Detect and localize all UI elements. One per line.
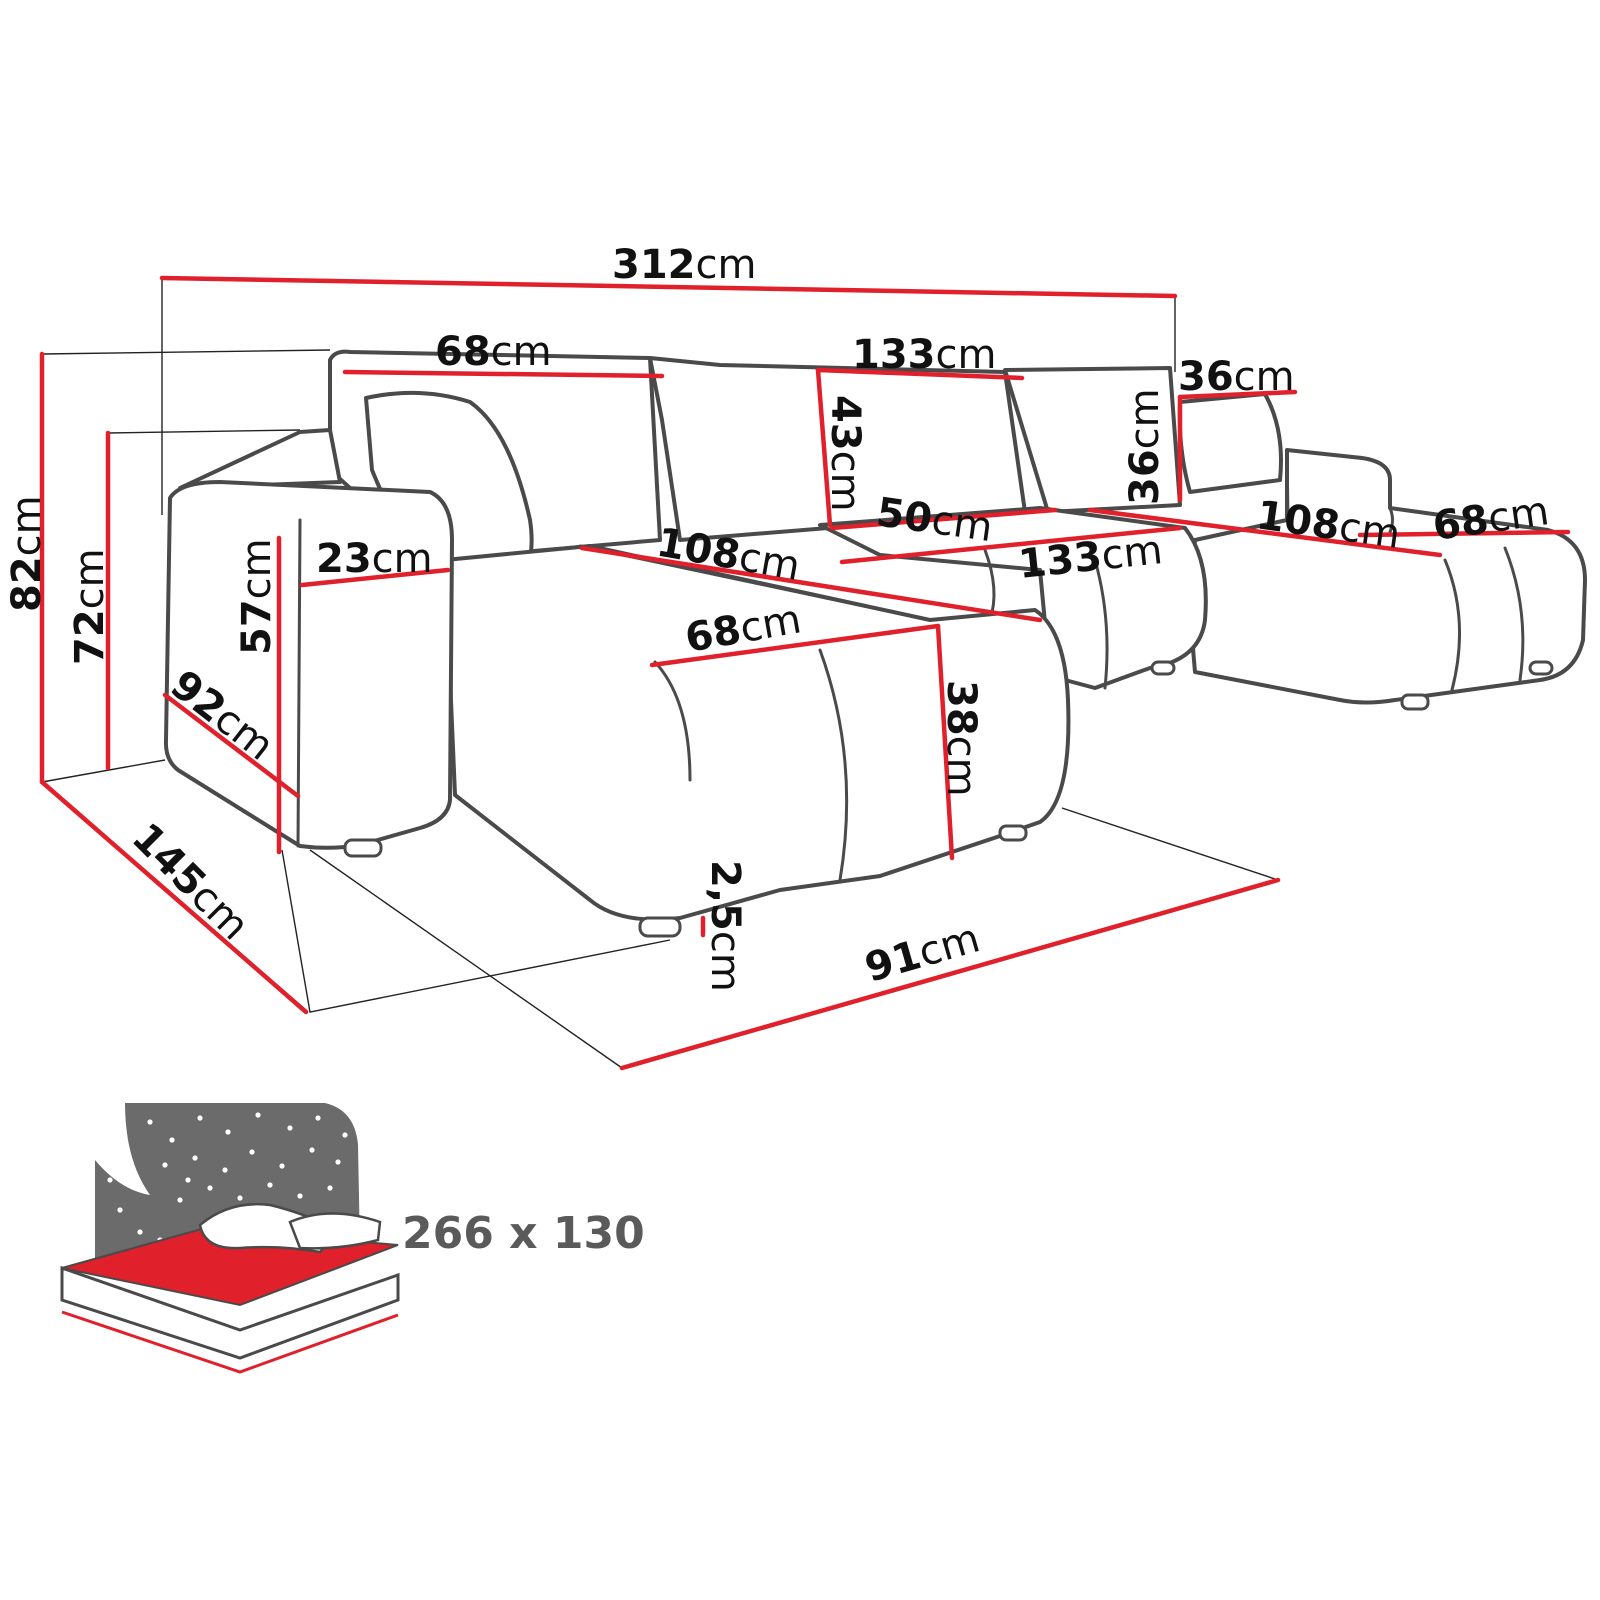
star-icon	[315, 1115, 321, 1121]
star-icon	[225, 1129, 231, 1135]
star-icon	[197, 1115, 203, 1121]
star-icon	[207, 1185, 213, 1191]
armrest-height-label: 57cm	[234, 538, 280, 655]
right-seat-depth-label: 108cm	[1254, 492, 1403, 558]
bed-night-icon	[60, 1103, 400, 1374]
backrest-height-label: 43cm	[822, 395, 868, 512]
left-seat-width-dimension-line	[649, 623, 941, 668]
star-icon	[249, 1149, 255, 1155]
star-icon	[192, 1155, 198, 1161]
seat-height-label: 38cm	[938, 680, 984, 797]
middle-seat-width-dimension-line	[839, 525, 1183, 565]
middle-seat-depth-dimension-line	[829, 507, 1058, 531]
star-icon	[162, 1162, 168, 1168]
sofa-illustration	[41, 278, 1587, 1069]
side-height-label: 72cm	[67, 548, 113, 665]
star-icon	[255, 1112, 261, 1118]
right-seat-width-dimension-line	[1357, 529, 1571, 538]
middle-back-width-label: 133cm	[852, 332, 996, 378]
total-width-label: 312cm	[612, 242, 756, 288]
armrest-width-dimension-line	[299, 567, 451, 588]
star-icon	[185, 1177, 191, 1183]
star-icon	[342, 1132, 348, 1138]
star-icon	[327, 1185, 333, 1191]
middle-back-width-dimension-line	[815, 367, 1025, 381]
star-icon	[287, 1125, 293, 1131]
star-icon	[177, 1197, 183, 1203]
chaise-width-dimension-line	[619, 877, 1281, 1071]
pillow-width-label: 36cm	[1178, 354, 1295, 400]
star-icon	[107, 1177, 113, 1183]
star-icon	[137, 1229, 143, 1235]
star-icon	[169, 1137, 175, 1143]
backrest-height-dimension-line	[815, 367, 833, 528]
right-seat-depth-dimension-line	[1087, 507, 1443, 558]
star-icons	[107, 1112, 348, 1253]
total-height-label: 82cm	[4, 495, 50, 612]
total-width-dimension-line	[159, 275, 1178, 299]
star-icon	[117, 1207, 123, 1213]
middle-seat-depth-label: 50cm	[874, 489, 996, 551]
star-icon	[297, 1193, 303, 1199]
armrest-width-label: 23cm	[316, 536, 433, 582]
star-icon	[279, 1163, 285, 1169]
star-icon	[335, 1159, 341, 1165]
total-depth-label: 145cm	[123, 815, 258, 950]
left-back-width-label: 68cm	[435, 329, 552, 375]
seat-height-dimension-line	[935, 623, 955, 861]
dimension-lines	[39, 275, 1571, 1071]
star-icon	[147, 1119, 153, 1125]
star-icon	[267, 1182, 273, 1188]
middle-seat-width-label: 133cm	[1016, 527, 1164, 588]
pillow-height-label: 36cm	[1122, 388, 1168, 505]
star-icon	[222, 1167, 228, 1173]
star-icon	[237, 1195, 243, 1201]
star-icon	[309, 1147, 315, 1153]
left-seat-depth-dimension-line	[579, 545, 1043, 623]
left-back-width-dimension-line	[342, 369, 665, 379]
pillow-width-dimension-line	[1177, 389, 1298, 400]
left-seat-width-label: 68cm	[682, 596, 805, 662]
sleeping-area-label: 266 x 130	[402, 1208, 645, 1259]
right-seat-width-label: 68cm	[1430, 488, 1552, 550]
leg-height-label: 2,5cm	[702, 860, 748, 992]
armrest-depth-dimension-line	[162, 692, 301, 799]
total-depth-dimension-line	[39, 779, 309, 1015]
